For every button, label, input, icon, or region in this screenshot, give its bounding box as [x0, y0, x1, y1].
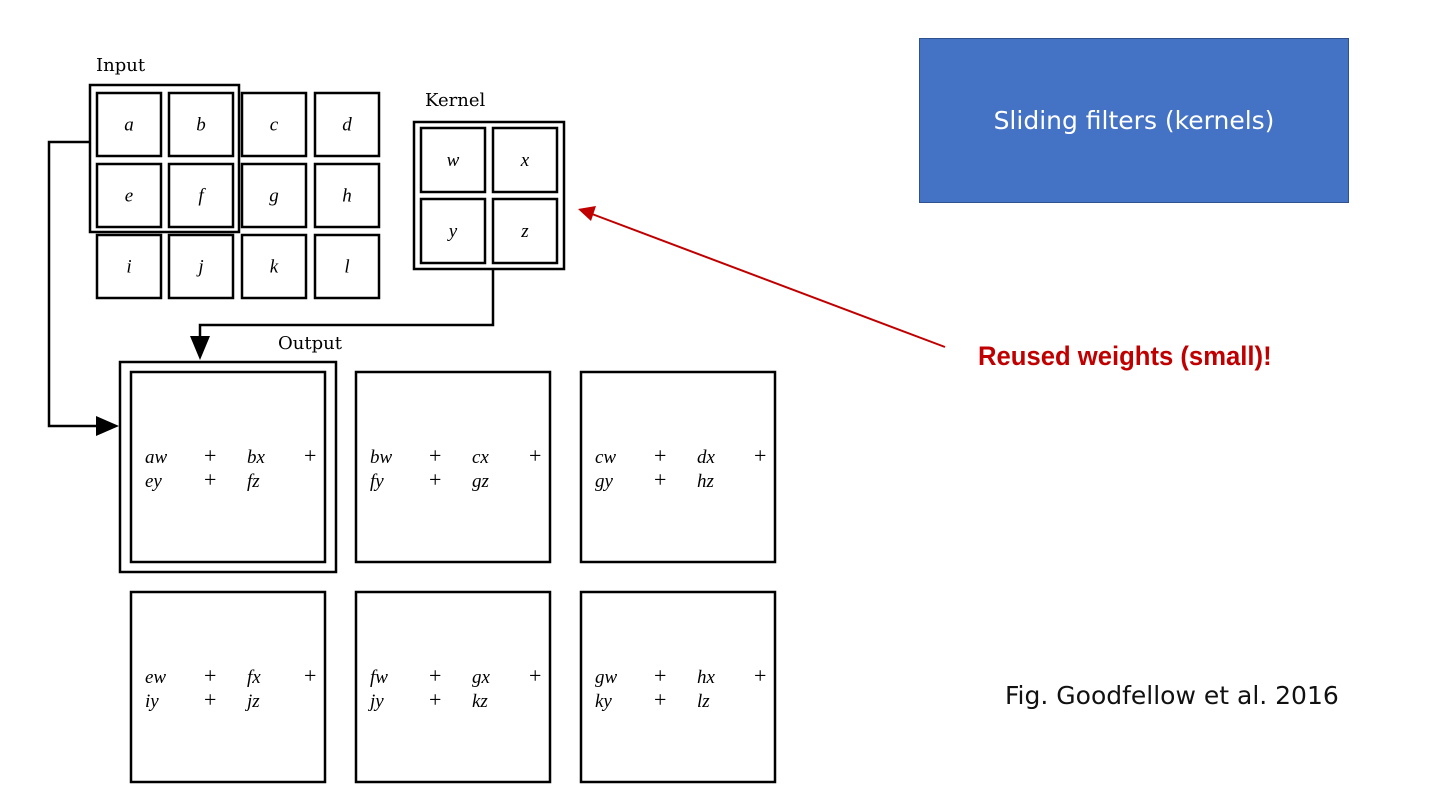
kernel-cell-label: y — [447, 221, 458, 242]
input-label: Input — [96, 55, 146, 76]
reused-weights-arrowhead — [578, 206, 596, 221]
output-term: fy — [370, 471, 384, 492]
input-cell-j: j — [167, 233, 235, 300]
kernel-connector-line — [198, 269, 495, 340]
plus-operator: + — [204, 663, 216, 688]
plus-operator: + — [429, 467, 441, 492]
reused-weights-annotation: Reused weights (small)! — [978, 341, 1272, 371]
output-term: jy — [367, 691, 384, 712]
output-term: hx — [697, 667, 716, 688]
output-highlight-outer — [118, 360, 338, 574]
output-term: dx — [697, 447, 716, 468]
output-cell: gw + hx + ky + lz — [579, 590, 777, 784]
output-term: gy — [595, 471, 614, 492]
input-cell-label: g — [269, 186, 279, 207]
input-cell-label: d — [342, 115, 352, 136]
title-box: Sliding filters (kernels) — [919, 38, 1349, 203]
plus-operator: + — [654, 467, 666, 492]
input-cell-e: e — [95, 162, 163, 229]
input-grid: a b c d e f g h i j k l — [95, 91, 381, 300]
output-term: fz — [247, 471, 260, 492]
output-term: kz — [472, 691, 488, 712]
input-cell-label: b — [196, 115, 206, 136]
output-cell: ew + fx + iy + jz — [129, 590, 327, 784]
kernel-cell-w: w — [419, 126, 487, 194]
figure-citation: Fig. Goodfellow et al. 2016 — [1005, 681, 1339, 710]
output-term: gw — [595, 667, 618, 688]
output-label: Output — [278, 333, 343, 354]
input-cell-k: k — [240, 233, 308, 300]
output-term: ky — [595, 691, 612, 712]
plus-operator: + — [429, 687, 441, 712]
input-cell-l: l — [313, 233, 381, 300]
plus-operator: + — [529, 663, 541, 688]
input-cell-label: j — [195, 257, 203, 278]
kernel-frame — [412, 120, 566, 271]
output-term: gz — [472, 471, 490, 492]
input-cell-label: e — [125, 186, 133, 207]
plus-operator: + — [304, 663, 316, 688]
input-connector-arrowhead — [96, 416, 119, 436]
output-cell: bw + cx + fy + gz — [354, 370, 552, 564]
title-text: Sliding filters (kernels) — [993, 106, 1275, 135]
input-connector-line — [47, 140, 106, 428]
reused-weights-arrow-line — [591, 213, 946, 348]
output-cell: cw + dx + gy + hz — [579, 370, 777, 564]
output-term: cx — [472, 447, 489, 468]
output-term: bx — [247, 447, 266, 468]
input-cell-g: g — [240, 162, 308, 229]
kernel-cell-x: x — [491, 126, 559, 194]
plus-operator: + — [654, 663, 666, 688]
output-term: cw — [595, 447, 616, 468]
input-window-highlight — [88, 83, 241, 234]
input-cell-label: i — [126, 257, 131, 278]
input-cell-f: f — [167, 162, 235, 229]
output-term: ey — [145, 471, 162, 492]
input-cell-a: a — [95, 91, 163, 158]
plus-operator: + — [429, 443, 441, 468]
output-term: aw — [145, 447, 168, 468]
output-term: bw — [370, 447, 393, 468]
input-cell-label: c — [270, 115, 279, 136]
kernel-cell-label: w — [447, 150, 460, 171]
output-term: jz — [244, 691, 260, 712]
plus-operator: + — [654, 443, 666, 468]
output-term: lz — [697, 691, 710, 712]
plus-operator: + — [754, 443, 766, 468]
input-cell-b: b — [167, 91, 235, 158]
kernel-label: Kernel — [425, 90, 485, 111]
input-cell-i: i — [95, 233, 163, 300]
plus-operator: + — [204, 443, 216, 468]
output-cell: fw + gx + jy + kz — [354, 590, 552, 784]
input-cell-label: f — [198, 186, 206, 207]
output-term: fw — [370, 667, 388, 688]
input-cell-c: c — [240, 91, 308, 158]
kernel-cell-label: x — [520, 150, 530, 171]
kernel-grid: w x y z — [419, 126, 559, 265]
output-term: gx — [472, 667, 491, 688]
output-term: iy — [145, 691, 159, 712]
kernel-cell-y: y — [419, 197, 487, 265]
input-cell-label: l — [344, 257, 349, 278]
output-term: fx — [247, 667, 261, 688]
kernel-connector-arrowhead — [190, 336, 210, 360]
input-cell-label: h — [342, 186, 352, 207]
output-term: hz — [697, 471, 715, 492]
input-cell-h: h — [313, 162, 381, 229]
kernel-cell-label: z — [520, 221, 529, 242]
input-cell-label: a — [124, 115, 134, 136]
kernel-cell-z: z — [491, 197, 559, 265]
plus-operator: + — [429, 663, 441, 688]
plus-operator: + — [304, 443, 316, 468]
output-grid: aw + bx + ey + fz bw + cx + fy + gz cw + dx + gy + hz ew + fx + i… — [129, 370, 777, 784]
input-cell-d: d — [313, 91, 381, 158]
output-cell: aw + bx + ey + fz — [129, 370, 327, 564]
plus-operator: + — [204, 467, 216, 492]
plus-operator: + — [204, 687, 216, 712]
plus-operator: + — [654, 687, 666, 712]
input-cell-label: k — [270, 257, 279, 278]
plus-operator: + — [754, 663, 766, 688]
plus-operator: + — [529, 443, 541, 468]
output-term: ew — [145, 667, 166, 688]
